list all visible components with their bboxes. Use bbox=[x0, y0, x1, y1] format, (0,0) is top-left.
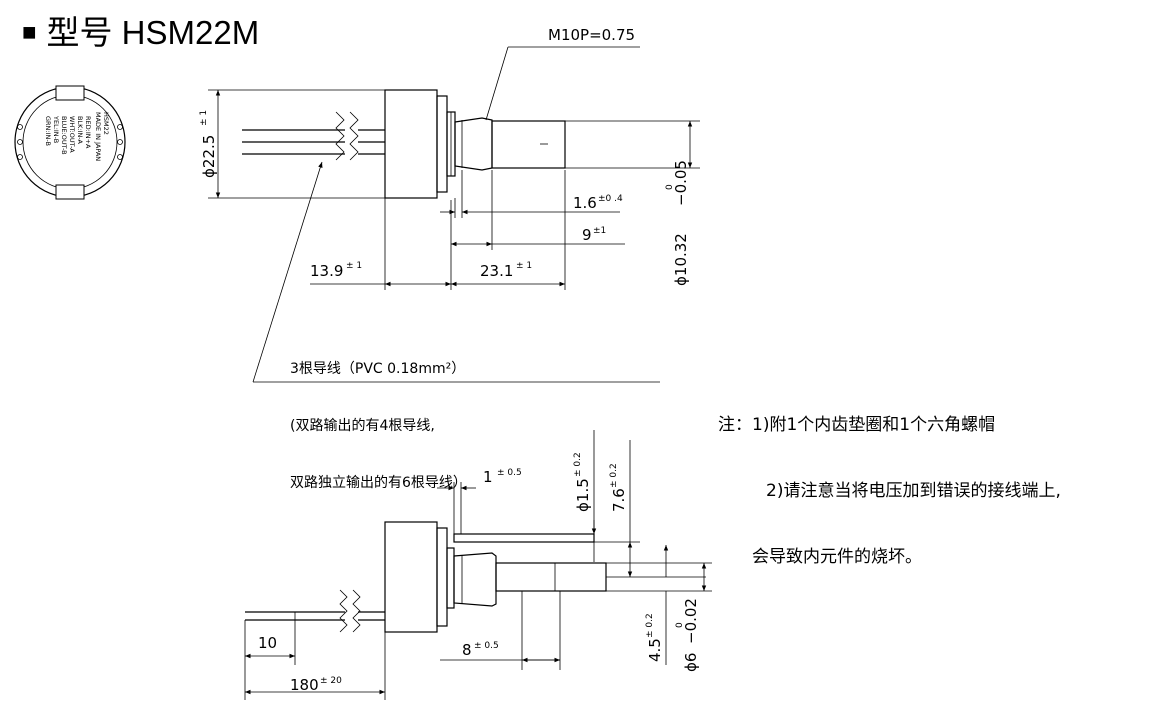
note-line2: 2)请注意当将电压加到错误的接线端上, bbox=[766, 481, 1061, 501]
dim-1-label: 1 bbox=[483, 468, 493, 486]
dim-180-label: 180 bbox=[290, 676, 319, 694]
body-diameter-tolerance: ± 1 bbox=[199, 110, 209, 126]
dim-8-tolerance: ± 0.5 bbox=[474, 641, 499, 651]
wire-note: 3根导线（PVC 0.18mm²） (双路输出的有4根导线, 双路独立输出的有6… bbox=[290, 322, 467, 512]
shaft6-tolerance-lower: −0.02 bbox=[682, 598, 700, 644]
dim-7-6-label: 7.6 bbox=[610, 488, 628, 512]
face-label: MADE IN JAPAN bbox=[94, 112, 102, 161]
side-view-bottom bbox=[244, 430, 712, 700]
face-label: GRN:IN-B bbox=[44, 116, 52, 146]
title: ■ 型号 HSM22M bbox=[22, 6, 259, 54]
wire-note-line2: (双路输出的有4根导线, bbox=[290, 418, 435, 434]
wire-note-line1: 3根导线（PVC 0.18mm²） bbox=[290, 361, 466, 377]
dim-13-9-label: 13.9 bbox=[310, 262, 343, 280]
note-line1: 注：1)附1个内齿垫圈和1个六角螺帽 bbox=[718, 415, 996, 435]
face-label: BLUE:OUT-B bbox=[60, 116, 68, 155]
dim-8-label: 8 bbox=[462, 641, 472, 659]
face-label: YEL:IN-B bbox=[52, 115, 60, 143]
dim-180-tolerance: ± 20 bbox=[320, 676, 342, 686]
note-line3: 会导致内元件的烧坏。 bbox=[752, 547, 922, 567]
dim-9-tolerance: ±1 bbox=[593, 226, 606, 236]
shaft6-diameter-label: ϕ6 bbox=[682, 653, 700, 672]
front-face-view: HSM22 MADE IN JAPAN RED:IN+A BLK:IN-A WH… bbox=[14, 85, 126, 200]
pin-diameter-tolerance: ± 0.2 bbox=[573, 452, 583, 477]
dim-1-tolerance: ± 0.5 bbox=[497, 468, 522, 478]
dim-4-5-tolerance: ± 0.2 bbox=[645, 613, 655, 638]
dim-7-6-tolerance: ± 0.2 bbox=[609, 463, 619, 488]
dim-23-1-label: 23.1 bbox=[480, 262, 513, 280]
dim-23-1-tolerance: ± 1 bbox=[516, 261, 532, 271]
shaft-diameter-label: ϕ10.32 bbox=[672, 233, 690, 286]
body-diameter-label: ϕ22.5 bbox=[200, 135, 218, 178]
face-label: HSM22 bbox=[102, 112, 110, 135]
general-notes: 注：1)附1个内齿垫圈和1个六角螺帽 2)请注意当将电压加到错误的接线端上, 会… bbox=[718, 370, 1061, 590]
shaft-tolerance-lower: −0.05 bbox=[672, 160, 690, 206]
dim-13-9-tolerance: ± 1 bbox=[346, 261, 362, 271]
dim-4-5-label: 4.5 bbox=[646, 638, 664, 662]
wire-note-line3: 双路独立输出的有6根导线） bbox=[290, 475, 467, 491]
face-label: WHT:OUT-A bbox=[68, 116, 76, 153]
dim-1-6-label: 1.6 bbox=[573, 194, 597, 212]
thread-label: M10P=0.75 bbox=[548, 26, 635, 44]
dim-10-label: 10 bbox=[258, 634, 277, 652]
side-view-top bbox=[208, 46, 700, 383]
dim-1-6-tolerance: ±0 .4 bbox=[598, 194, 623, 204]
title-marker: ■ bbox=[22, 19, 37, 46]
title-text: 型号 HSM22M bbox=[46, 14, 260, 51]
pin-diameter-label: ϕ1.5 bbox=[574, 478, 592, 512]
shaft6-tolerance-upper: 0 bbox=[675, 622, 685, 628]
face-label: RED:IN+A bbox=[84, 116, 92, 149]
shaft-tolerance-upper: 0 bbox=[665, 184, 675, 190]
dim-9-label: 9 bbox=[582, 226, 592, 244]
face-label: BLK:IN-A bbox=[76, 116, 84, 145]
